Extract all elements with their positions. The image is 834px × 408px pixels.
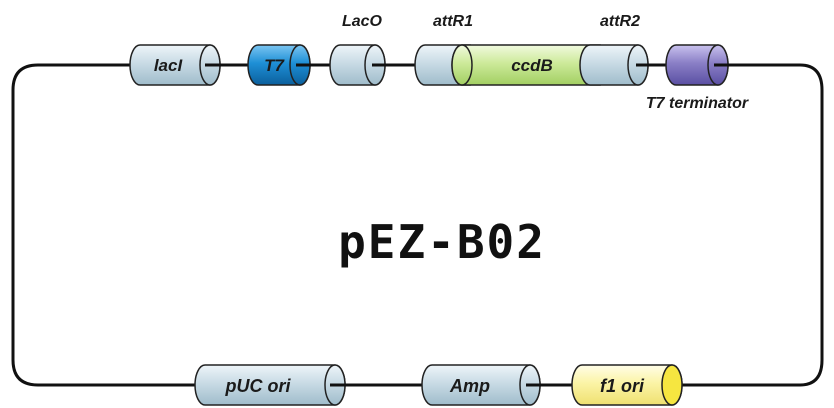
attr1-label: attR1 [433,13,473,30]
plasmid-backbone [11,63,824,387]
t7-terminator: T7 terminator [646,44,749,112]
t7-label: T7 [264,56,285,75]
laco-operator: LacO [329,13,390,86]
laco-label: LacO [342,13,383,30]
t7-terminator-label: T7 terminator [646,95,749,112]
f1-origin: f1 ori [571,364,683,406]
amp-label: Amp [449,376,490,396]
plasmid-name: pEZ-B02 [338,215,546,269]
laci-gene: lacI [129,44,225,86]
puc-origin: pUC ori [194,364,352,406]
puc-label: pUC ori [225,376,292,396]
laci-label: lacI [154,56,184,75]
ccdb-label: ccdB [511,56,553,75]
t7-promoter: T7 [247,44,318,86]
amp-gene: Amp [421,364,548,406]
attr2-label: attR2 [600,13,640,30]
f1-label: f1 ori [600,376,645,396]
gateway-cassette: ccdB attR1 attR2 [414,13,652,86]
